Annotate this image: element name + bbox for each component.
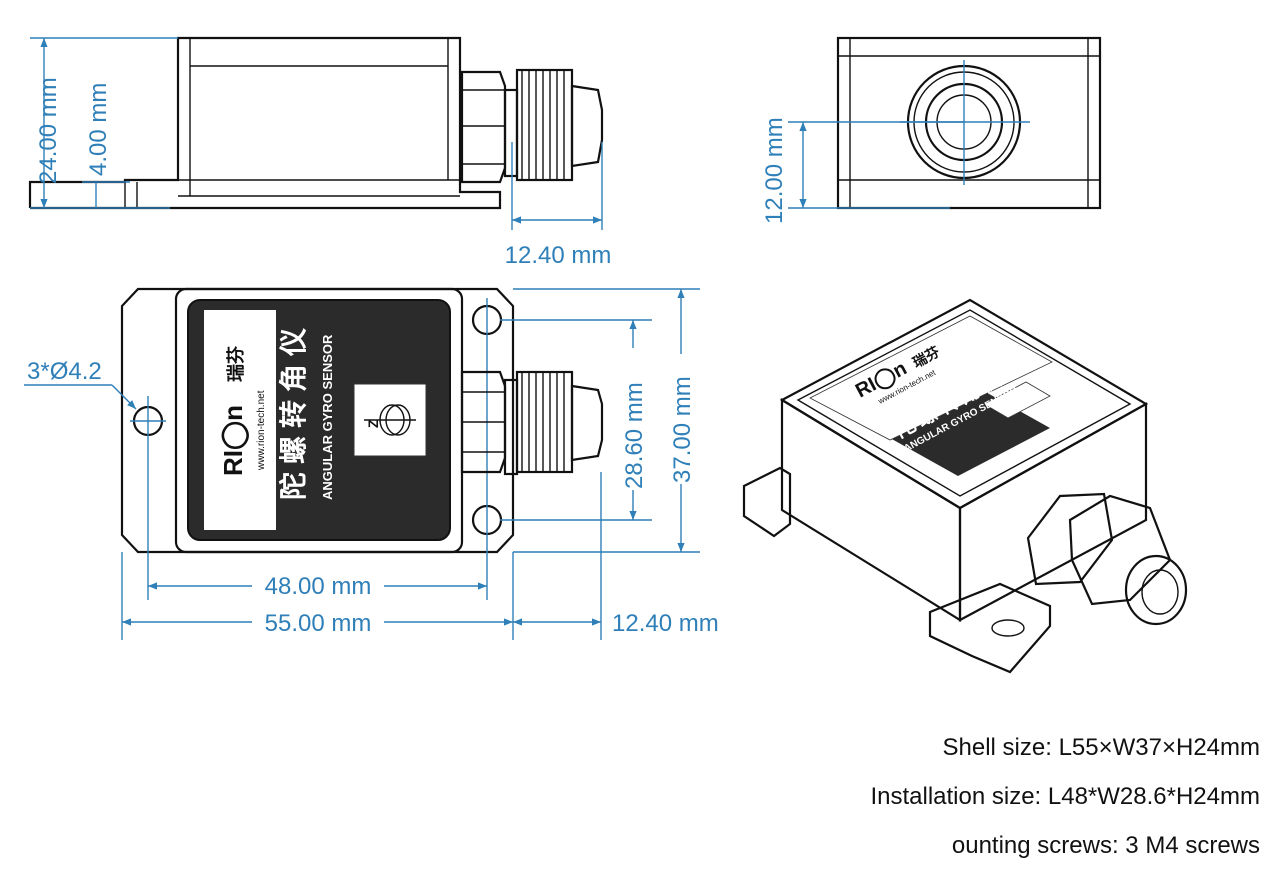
note-installation-size: Installation size: L48*W28.6*H24mm (870, 783, 1260, 810)
dim-side-height: 24.00 mm (35, 77, 62, 184)
product-name-cn: 陀螺转角仪 (277, 320, 309, 500)
dim-body-length: 55.00 mm (265, 610, 372, 637)
dim-end-center: 12.00 mm (761, 117, 788, 224)
side-view (28, 36, 604, 210)
gyro-axis-icon: Z (364, 404, 416, 436)
note-mounting-screws: ounting screws: 3 M4 screws (951, 832, 1260, 859)
end-view (836, 36, 1102, 210)
dim-side-base: 4.00 mm (85, 83, 112, 176)
isometric-view (742, 298, 1188, 674)
dim-body-width: 37.00 mm (669, 376, 696, 483)
brand-cn: 瑞芬 (225, 345, 246, 382)
top-view (120, 287, 604, 600)
top-view-dimensions: 3*Ø4.2 28.60 mm 37.00 mm 48.00 mm 55.00 … (24, 288, 719, 640)
note-shell-size: Shell size: L55×W37×H24mm (942, 734, 1260, 761)
website-text: www.rion-tech.net (256, 390, 267, 471)
product-name-en: ANGULAR GYRO SENSOR (320, 334, 335, 500)
top-view-label: RI◯n 瑞芬 www.rion-tech.net 陀螺转角仪 ANGULAR … (218, 320, 416, 500)
end-view-dimensions: 12.00 mm (761, 117, 964, 224)
brand-logo: RI◯n (218, 405, 249, 476)
axis-label: Z (365, 419, 381, 428)
dim-hole-spacing-y: 28.60 mm (621, 382, 648, 489)
dim-side-gland: 12.40 mm (505, 242, 612, 269)
spec-notes: Shell size: L55×W37×H24mm Installation s… (870, 728, 1260, 875)
dim-hole-spacing-x: 48.00 mm (265, 573, 372, 600)
side-view-dimensions: 24.00 mm 4.00 mm 12.40 mm (30, 37, 612, 269)
dim-hole-callout: 3*Ø4.2 (27, 358, 102, 385)
dim-top-gland: 12.40 mm (612, 610, 719, 637)
